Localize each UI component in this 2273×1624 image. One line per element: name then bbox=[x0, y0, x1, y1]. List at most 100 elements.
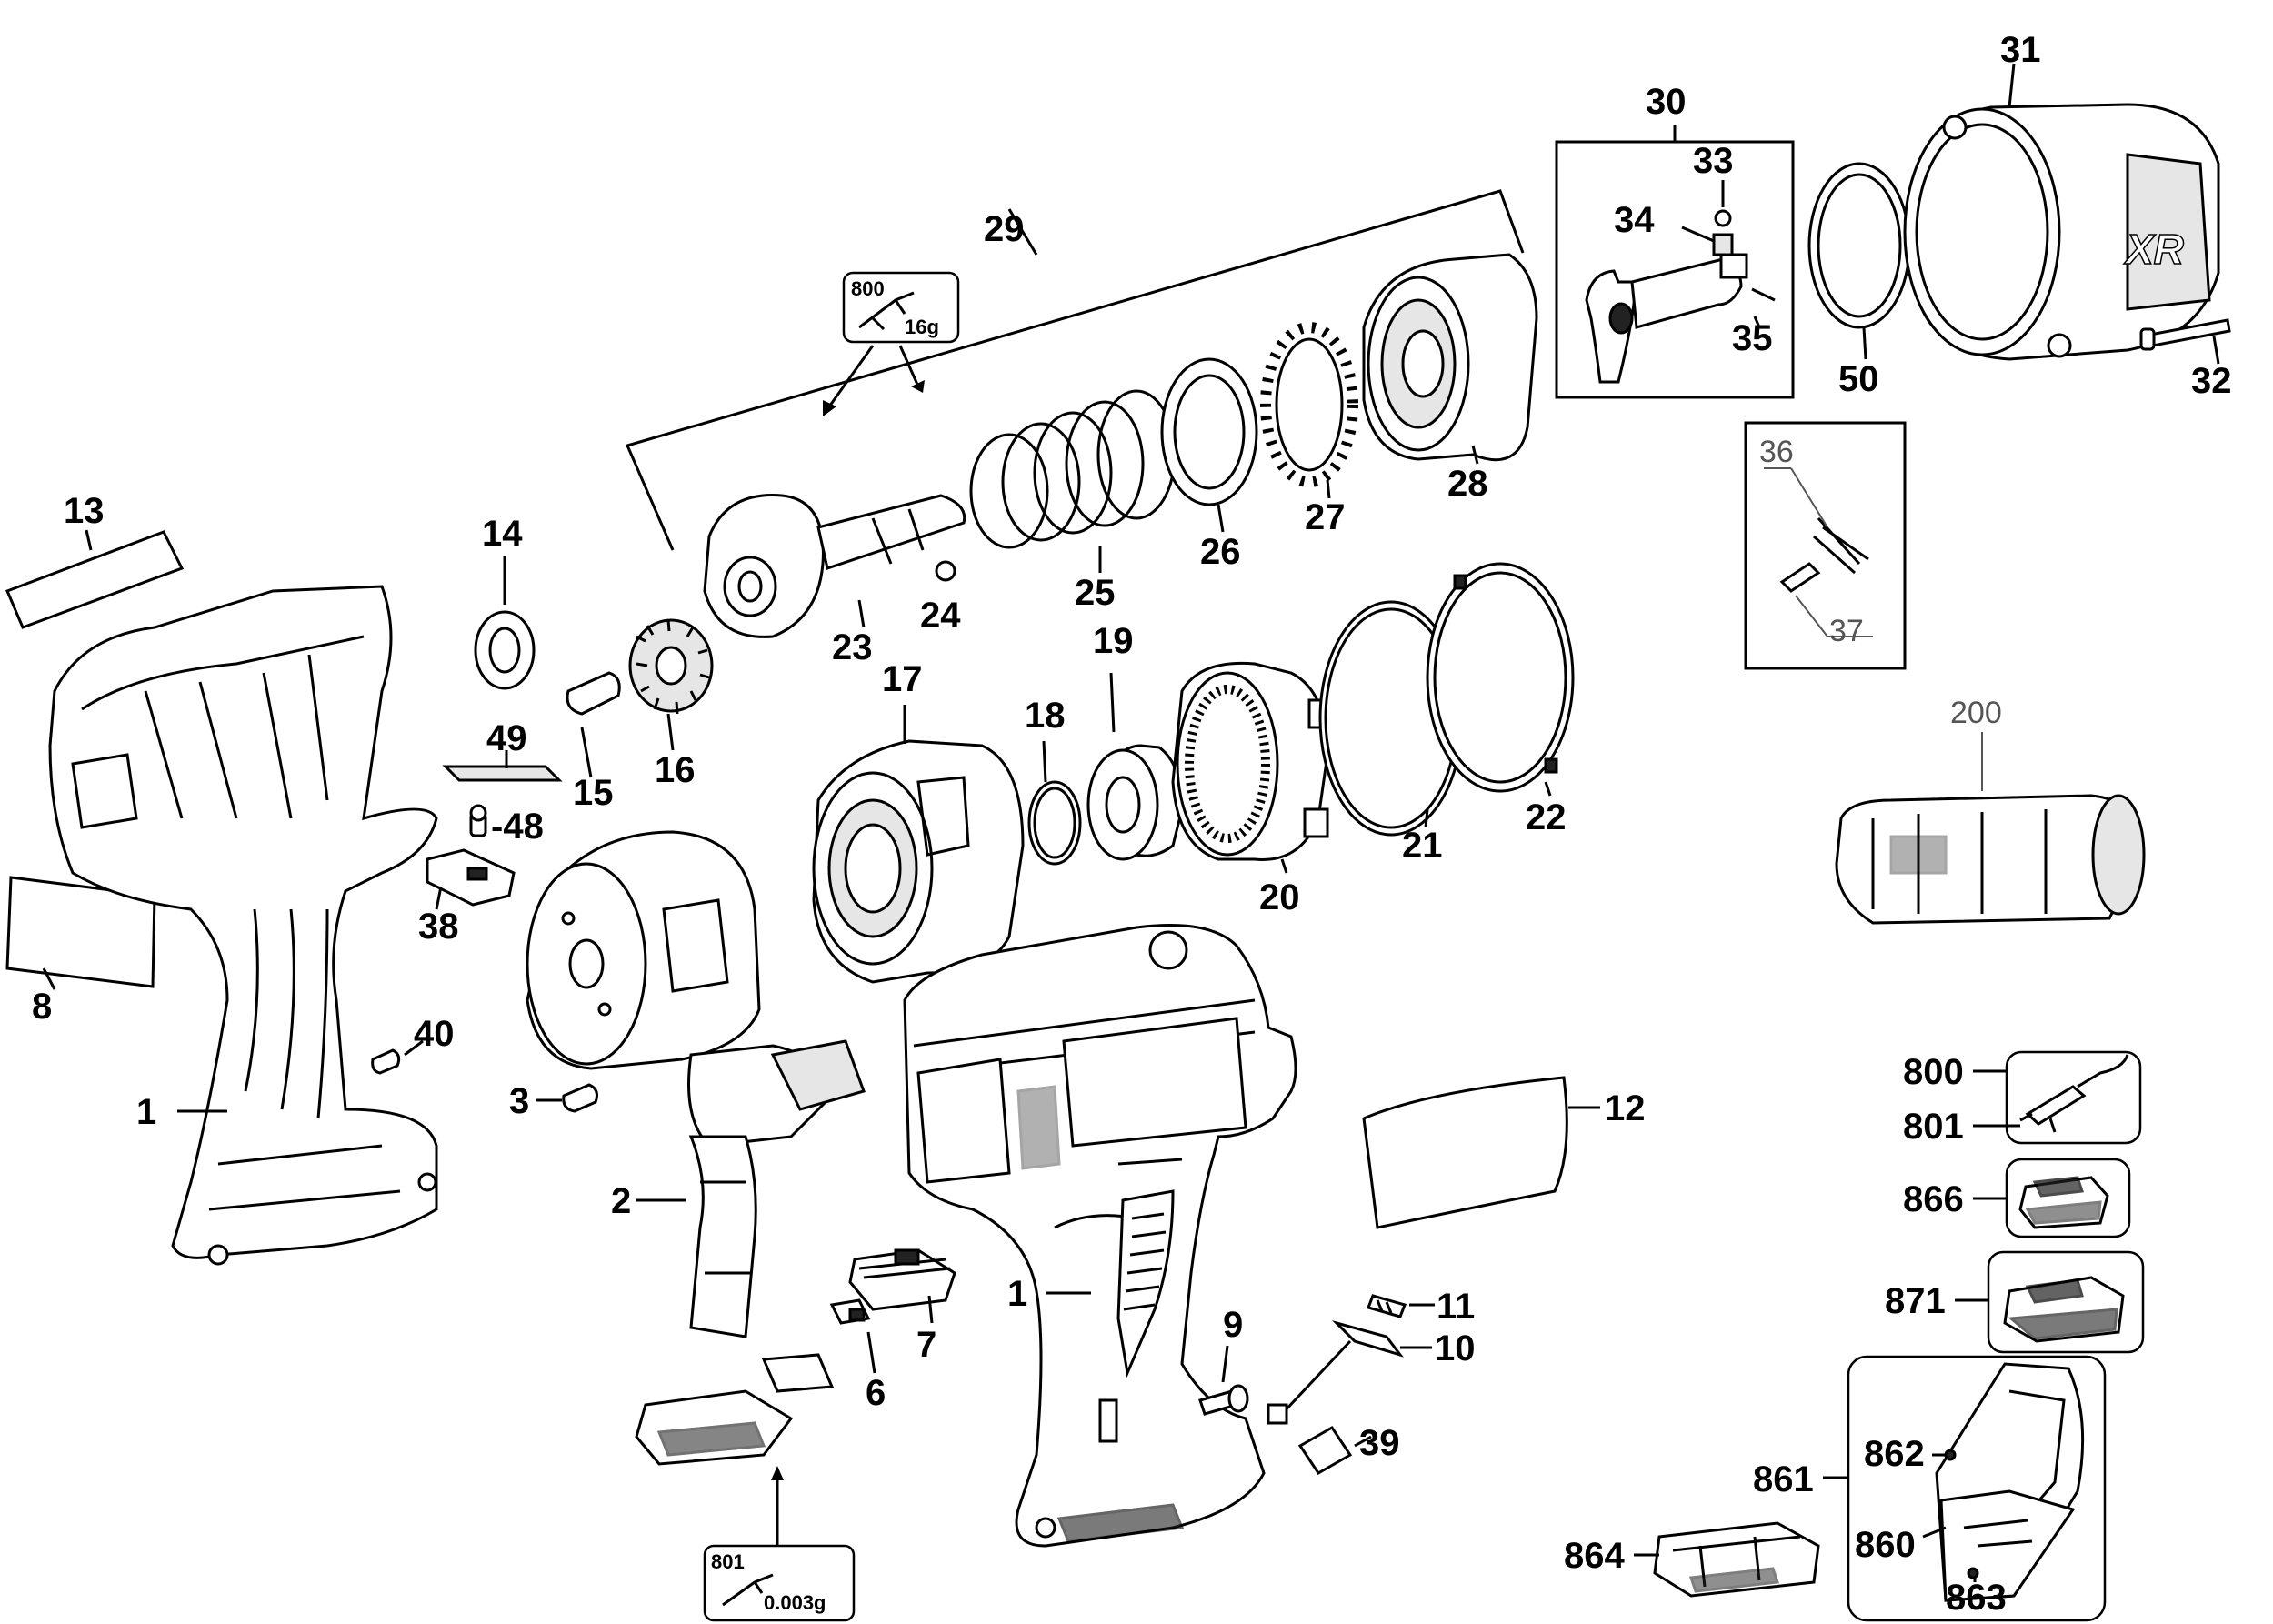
grease-callout-800: 800 16g bbox=[823, 271, 960, 416]
svg-text:800: 800 bbox=[1903, 1052, 1964, 1092]
svg-text:30: 30 bbox=[1646, 82, 1687, 122]
switch-38 bbox=[426, 848, 516, 907]
washer-26 bbox=[1160, 357, 1258, 506]
svg-text:1: 1 bbox=[1007, 1274, 1027, 1314]
screw-9 bbox=[1198, 1384, 1249, 1416]
contact-plate-49 bbox=[442, 765, 563, 782]
svg-text:15: 15 bbox=[573, 773, 614, 813]
svg-text:49: 49 bbox=[486, 718, 527, 758]
callout-200: 200 bbox=[1950, 696, 2002, 791]
callout-19: 19 bbox=[1093, 621, 1134, 733]
callout-7: 7 bbox=[916, 1295, 936, 1365]
svg-text:0.003g: 0.003g bbox=[764, 1591, 826, 1614]
svg-text:10: 10 bbox=[1435, 1328, 1476, 1368]
hammer-23 bbox=[703, 494, 966, 638]
board-7 bbox=[848, 1248, 956, 1311]
svg-text:20: 20 bbox=[1259, 877, 1300, 917]
svg-text:1: 1 bbox=[136, 1092, 156, 1132]
grease-gun-icon bbox=[722, 1573, 774, 1607]
pin-3 bbox=[562, 1083, 598, 1113]
svg-text:27: 27 bbox=[1305, 497, 1346, 537]
pin-set-icon bbox=[1779, 516, 1869, 593]
rubber-boot-200 bbox=[1835, 794, 2146, 925]
callout-50: 50 bbox=[1838, 326, 1879, 399]
svg-text:871: 871 bbox=[1885, 1281, 1946, 1321]
callout-17: 17 bbox=[882, 659, 923, 744]
pin-set-box: 36 37 bbox=[1744, 421, 1907, 670]
callout-1-right: 1 bbox=[1007, 1274, 1091, 1314]
callout-22: 22 bbox=[1526, 781, 1567, 837]
housing-half-right bbox=[903, 924, 1297, 1548]
svg-text:862: 862 bbox=[1864, 1434, 1925, 1474]
svg-text:863: 863 bbox=[1946, 1578, 2007, 1618]
callout-863: 863 bbox=[1946, 1578, 2007, 1618]
callout-1-left: 1 bbox=[136, 1092, 227, 1132]
callout-10: 10 bbox=[1400, 1328, 1476, 1368]
spring-25 bbox=[969, 389, 1177, 549]
bracket-29: 29 bbox=[625, 189, 1525, 551]
hammer-case-17 bbox=[812, 739, 1025, 984]
callout-28: 28 bbox=[1447, 445, 1488, 504]
gear-16 bbox=[628, 618, 714, 715]
svg-text:864: 864 bbox=[1564, 1536, 1625, 1576]
svg-text:-48: -48 bbox=[491, 807, 544, 847]
accessory-box-871 bbox=[1987, 1250, 2145, 1354]
svg-text:8: 8 bbox=[32, 987, 52, 1027]
ring-gear-20 bbox=[1171, 661, 1334, 861]
svg-text:200: 200 bbox=[1950, 696, 2002, 730]
led-48 bbox=[469, 804, 487, 837]
callout-31: 31 bbox=[2000, 30, 2041, 108]
svg-text:11: 11 bbox=[1437, 1287, 1475, 1327]
anvil-part bbox=[1585, 209, 1776, 384]
svg-text:800: 800 bbox=[851, 277, 885, 300]
housing-half-left bbox=[48, 585, 438, 1266]
svg-text:34: 34 bbox=[1614, 200, 1655, 240]
lens-11 bbox=[1367, 1294, 1407, 1318]
ball-24 bbox=[935, 560, 956, 582]
insert-tray-864 bbox=[1653, 1521, 1820, 1598]
svg-text:28: 28 bbox=[1447, 464, 1488, 504]
washer-14 bbox=[474, 610, 536, 690]
callout-24: 24 bbox=[920, 596, 961, 636]
callout-862: 862 bbox=[1864, 1434, 1946, 1474]
label-plate-13 bbox=[5, 530, 185, 629]
callout-32: 32 bbox=[2191, 336, 2232, 401]
callout-20: 20 bbox=[1259, 858, 1300, 917]
callout-25: 25 bbox=[1075, 546, 1116, 613]
svg-text:14: 14 bbox=[482, 514, 523, 554]
svg-text:866: 866 bbox=[1903, 1179, 1964, 1219]
svg-text:31: 31 bbox=[2000, 30, 2041, 70]
svg-text:25: 25 bbox=[1075, 573, 1116, 613]
callout-2: 2 bbox=[611, 1181, 686, 1221]
accessory-box-866 bbox=[2005, 1158, 2131, 1238]
callout-12: 12 bbox=[1568, 1088, 1646, 1128]
bearing-19 bbox=[1086, 744, 1184, 861]
svg-text:21: 21 bbox=[1402, 826, 1443, 866]
svg-text:13: 13 bbox=[64, 491, 105, 531]
callout-26: 26 bbox=[1200, 504, 1241, 572]
grease-gun-icon bbox=[2019, 1054, 2129, 1133]
xr-badge: XR bbox=[2123, 226, 2184, 273]
svg-text:33: 33 bbox=[1693, 141, 1734, 181]
retainer-22 bbox=[1426, 562, 1575, 793]
svg-text:861: 861 bbox=[1753, 1459, 1814, 1499]
svg-text:26: 26 bbox=[1200, 532, 1241, 572]
svg-text:17: 17 bbox=[882, 659, 923, 699]
switch-6 bbox=[829, 1298, 871, 1325]
svg-text:39: 39 bbox=[1359, 1423, 1400, 1463]
accessory-box-kit bbox=[1847, 1355, 2107, 1622]
svg-text:3: 3 bbox=[509, 1081, 529, 1121]
gasket-50 bbox=[1807, 162, 1911, 329]
callout-21: 21 bbox=[1402, 808, 1443, 866]
ball-ring-27 bbox=[1260, 322, 1358, 487]
callout-39: 39 bbox=[1354, 1423, 1400, 1463]
label-39 bbox=[1297, 1426, 1353, 1475]
svg-text:22: 22 bbox=[1526, 797, 1567, 837]
callout-33: 33 bbox=[1693, 141, 1734, 207]
svg-text:40: 40 bbox=[414, 1014, 455, 1054]
callout-34: 34 bbox=[1614, 200, 1715, 243]
svg-text:38: 38 bbox=[418, 907, 459, 947]
oring-18 bbox=[1027, 780, 1082, 866]
callout-8: 8 bbox=[32, 967, 56, 1027]
grease-gun-icon bbox=[858, 291, 915, 331]
